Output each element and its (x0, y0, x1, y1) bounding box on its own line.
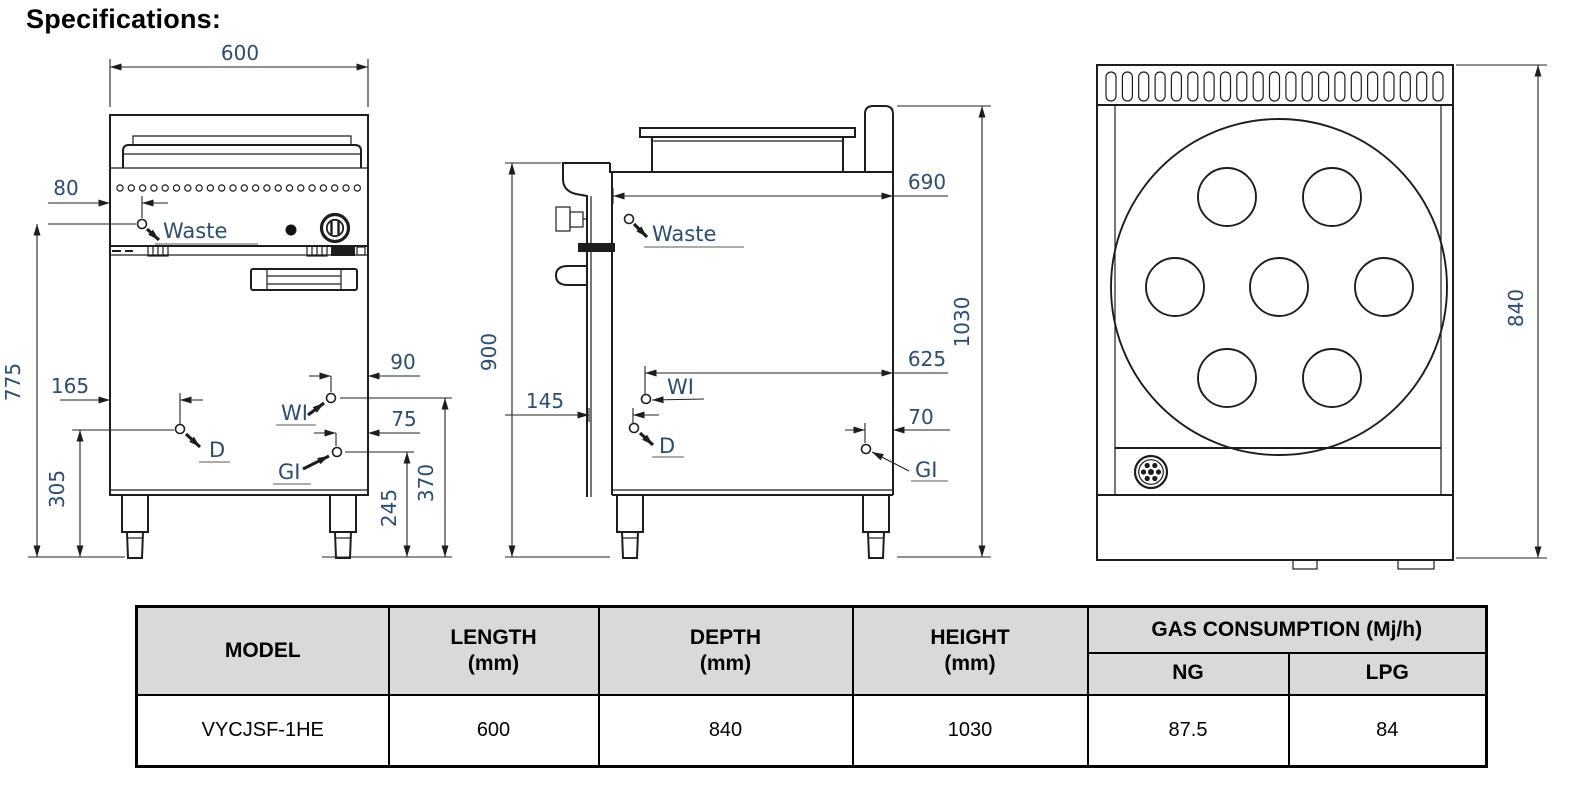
col-header-height: HEIGHT (mm) (851, 605, 1089, 696)
top-depth-dim: 840 (1504, 289, 1528, 327)
waste-valve (555, 206, 587, 232)
side-wi-depth-dim: 625 (908, 347, 946, 371)
spec-table: MODEL LENGTH (mm) DEPTH (mm) HEIGHT (mm)… (135, 605, 1488, 768)
page-title: Specifications: (26, 4, 222, 34)
front-drain-point (174, 423, 186, 435)
front-view-dimensions: 600 80 Waste 775 165 (1, 41, 452, 558)
side-drain-depth-dim: 145 (526, 389, 564, 413)
col-header-depth-title: DEPTH (689, 625, 762, 649)
front-height-dim: 775 (1, 363, 25, 401)
side-water-inlet-point (640, 393, 652, 405)
side-top-depth-dim: 690 (908, 170, 946, 194)
side-legs (616, 494, 890, 559)
front-view: 600 80 Waste 775 165 (1, 41, 452, 559)
side-body-height-dim: 900 (477, 333, 501, 371)
col-header-model: MODEL (135, 605, 390, 696)
col-header-length-title: LENGTH (450, 625, 537, 649)
cell-height: 1030 (851, 693, 1089, 768)
side-view-dimensions: 690 Waste 900 1030 (477, 105, 991, 558)
col-header-length: LENGTH (mm) (387, 605, 600, 696)
front-drain-height-dim: 305 (45, 470, 69, 508)
table-row: VYCJSF-1HE 600 840 1030 87.5 84 (135, 693, 1488, 768)
top-knob-icon (1133, 454, 1169, 490)
side-drain-point (628, 422, 640, 434)
front-water-inlet-point (325, 392, 337, 404)
front-waste-point (136, 218, 148, 230)
cell-depth: 840 (597, 693, 854, 768)
col-header-lpg: LPG (1287, 651, 1488, 696)
col-header-height-unit: (mm) (944, 651, 996, 675)
front-legs (121, 494, 357, 559)
front-wi-height-dim: 370 (414, 464, 438, 502)
drain-pipe (554, 265, 587, 286)
front-drain-offset-dim: 165 (51, 374, 89, 398)
front-wi-offset-dim: 90 (390, 350, 415, 374)
col-header-depth: DEPTH (mm) (597, 605, 854, 696)
top-view-dimensions: 840 (1456, 64, 1547, 559)
col-header-ng: NG (1086, 651, 1290, 696)
front-wi-label: WI (281, 401, 308, 425)
col-header-height-title: HEIGHT (930, 625, 1010, 649)
side-drain-label: D (659, 434, 675, 458)
side-view: 690 Waste 900 1030 (477, 105, 991, 559)
side-view-body (554, 105, 894, 559)
pilot-light-icon (285, 224, 297, 236)
top-view: 840 (1096, 64, 1547, 570)
cell-model: VYCJSF-1HE (135, 693, 390, 768)
side-gi-label: GI (915, 458, 937, 482)
side-gi-depth-dim: 70 (908, 405, 933, 429)
cell-length: 600 (387, 693, 600, 768)
side-gas-inlet-point (860, 443, 872, 455)
side-waste-label: Waste (652, 222, 716, 246)
cell-lpg: 84 (1287, 693, 1488, 768)
col-header-length-unit: (mm) (467, 651, 520, 675)
front-width-dim: 600 (221, 41, 259, 65)
top-view-body (1096, 64, 1454, 570)
front-view-body (109, 114, 369, 559)
front-gi-height-dim: 245 (377, 489, 401, 527)
front-gi-label: GI (278, 460, 300, 484)
front-gi-offset-dim: 75 (391, 407, 416, 431)
side-wi-label: WI (667, 375, 694, 399)
front-waste-label: Waste (163, 219, 227, 243)
front-vent-holes (116, 184, 361, 192)
control-knob-icon (319, 212, 351, 244)
front-waste-offset-dim: 80 (53, 176, 78, 200)
cell-ng: 87.5 (1086, 693, 1290, 768)
door-handle (250, 268, 358, 291)
col-header-depth-unit: (mm) (699, 651, 752, 675)
front-drain-label: D (209, 438, 225, 462)
front-gas-inlet-point (331, 446, 343, 458)
side-waste-point (623, 213, 635, 225)
side-overall-height-dim: 1030 (950, 297, 974, 348)
stockpot-tank (1110, 118, 1448, 456)
col-header-gas-consumption: GAS CONSUMPTION (Mj/h) (1086, 605, 1488, 654)
top-vent-slots (1105, 71, 1444, 102)
